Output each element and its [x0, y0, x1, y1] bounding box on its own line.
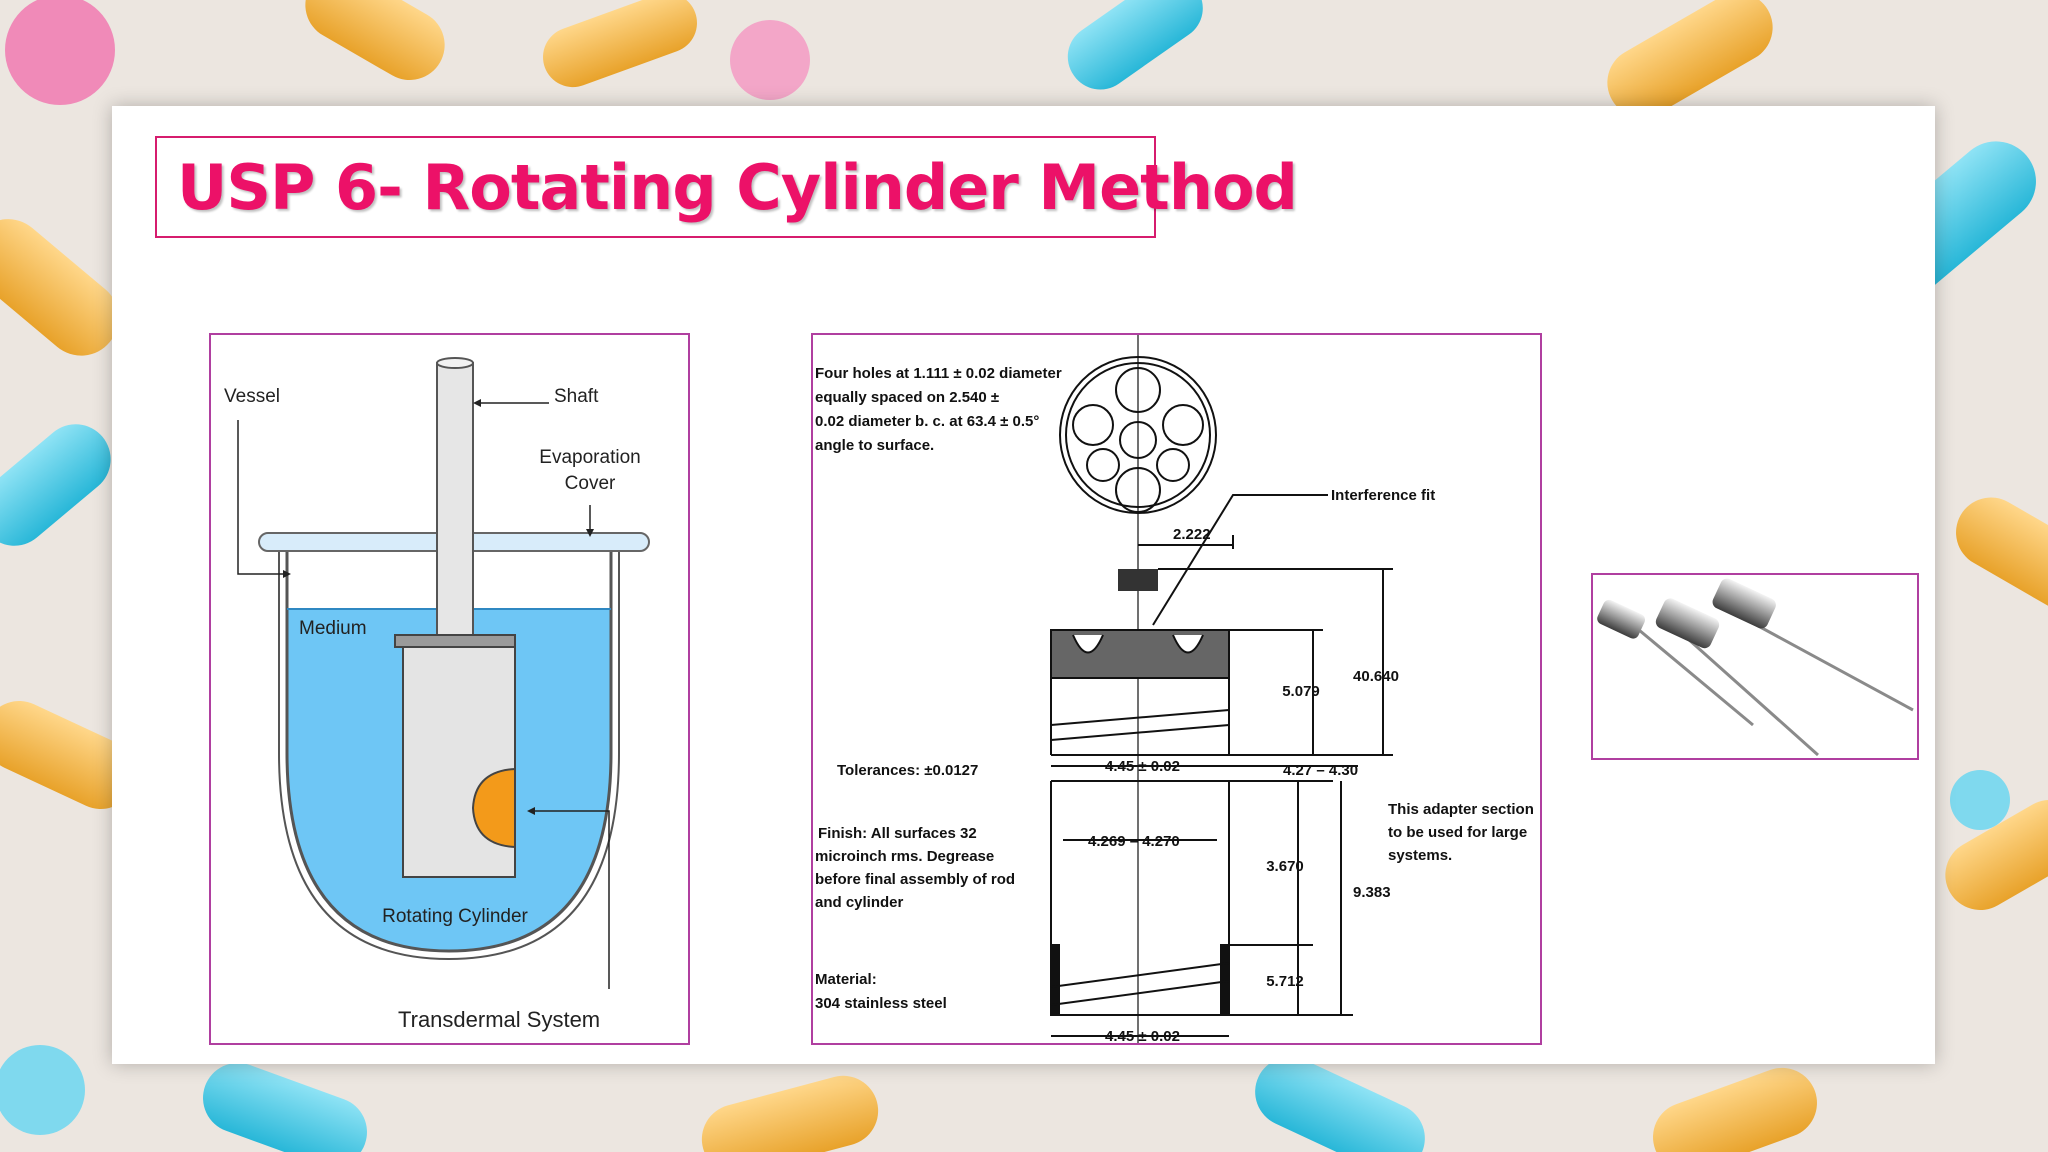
dim-5079: 5.079 [1282, 683, 1320, 700]
technical-drawing: Four holes at 1.111 ± 0.02 diameter equa… [815, 335, 1534, 1045]
shaft-label: Shaft [554, 386, 599, 407]
transdermal-system-label: Transdermal System [398, 1007, 600, 1032]
slide-title: USP 6- Rotating Cylinder Method [177, 150, 1298, 224]
evaporation-cover-label-line2: Cover [565, 473, 616, 494]
dim-445-top: 4.45 ± 0.02 [1105, 758, 1180, 775]
material-note-line2: 304 stainless steel [815, 995, 947, 1012]
vessel-label: Vessel [224, 386, 280, 407]
dim-2222: 2.222 [1173, 526, 1211, 543]
dim-40640: 40.640 [1353, 668, 1399, 685]
finish-note-line3: before final assembly of rod [815, 871, 1015, 888]
note-holes-line2: equally spaced on 2.540 ± [815, 389, 999, 406]
adapter-note-line2: to be used for large [1388, 824, 1527, 841]
note-holes-line4: angle to surface. [815, 437, 934, 454]
finish-note-line4: and cylinder [815, 894, 904, 911]
dim-5712: 5.712 [1266, 973, 1304, 990]
title-box: USP 6- Rotating Cylinder Method [155, 136, 1298, 238]
dim-9383: 9.383 [1353, 884, 1391, 901]
medium-label: Medium [299, 618, 367, 639]
adapter-note-line1: This adapter section [1388, 801, 1534, 818]
note-holes-line3: 0.02 diameter b. c. at 63.4 ± 0.5° [815, 413, 1039, 430]
dim-445-bottom: 4.45 ± 0.02 [1105, 1028, 1180, 1043]
rotating-cylinder-photo [1597, 578, 1914, 757]
vessel-outline [285, 545, 613, 953]
dim-427-430: 4.27 – 4.30 [1283, 762, 1358, 779]
cylinder-photo-frame [1591, 573, 1919, 760]
tolerances-note: Tolerances: ±0.0127 [837, 762, 978, 779]
finish-note-line1: Finish: All surfaces 32 [818, 825, 977, 842]
material-note-line1: Material: [815, 971, 877, 988]
slide-panel: USP 6- Rotating Cylinder Method [112, 106, 1935, 1064]
dim-4269-4270: 4.269 – 4.270 [1088, 833, 1180, 850]
apparatus-diagram-frame: Vessel Shaft Evaporation Cover Medium Ro… [209, 333, 690, 1045]
rotating-cylinder-label: Rotating Cylinder [382, 906, 528, 927]
finish-note-line2: microinch rms. Degrease [815, 848, 994, 865]
dim-3670: 3.670 [1266, 858, 1304, 875]
technical-drawing-frame: Four holes at 1.111 ± 0.02 diameter equa… [811, 333, 1542, 1045]
interference-fit-label: Interference fit [1331, 487, 1435, 504]
note-holes-line1: Four holes at 1.111 ± 0.02 diameter [815, 365, 1062, 382]
apparatus-diagram: Vessel Shaft Evaporation Cover Medium Ro… [224, 357, 650, 1032]
adapter-note-line3: systems. [1388, 847, 1452, 864]
shaft [436, 362, 474, 636]
evaporation-cover-label-line1: Evaporation [539, 447, 640, 468]
